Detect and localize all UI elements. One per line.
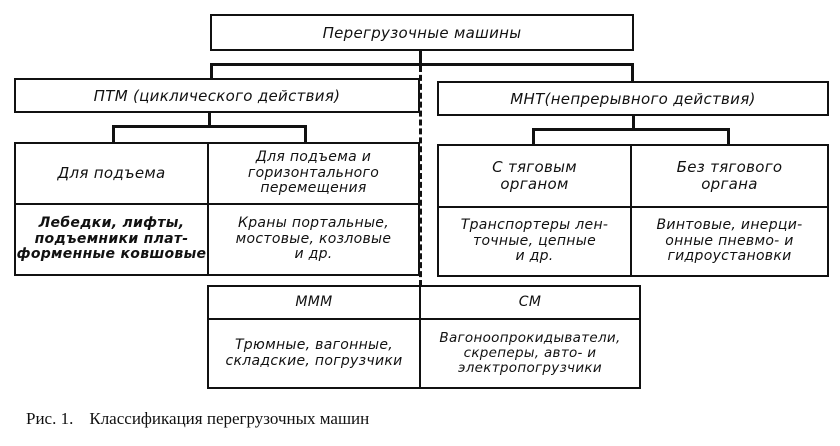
root-connector-left-drop: [210, 63, 213, 79]
sm-header-text: СМ: [518, 293, 542, 310]
ptm-lift-examples: Лебедки, лифты, подъемники плат- форменн…: [16, 205, 207, 274]
mmm-header-text: МММ: [295, 293, 333, 310]
sm-examples-line2: скреперы, авто- и: [463, 344, 597, 361]
ptm-lift-horizontal-examples: Краны портальные, мостовые, козловые и д…: [209, 205, 418, 274]
mnt-without-traction-header-line2: органа: [701, 175, 758, 193]
sm-header: СМ: [421, 287, 639, 318]
root-connector-right-drop: [631, 63, 634, 82]
sm-examples-line1: Вагоноопрокидыватели,: [439, 329, 621, 346]
center-dashed-line: [419, 66, 422, 286]
mnt-connector-left-drop: [532, 128, 535, 145]
figure-number: Рис. 1.: [26, 409, 74, 428]
ptm-lift-horizontal-examples-line1: Краны портальные,: [238, 214, 389, 231]
ptm-lift-horizontal-examples-line2: мостовые, козловые: [235, 230, 392, 247]
mnt-without-traction-examples-line1: Винтовые, инерци-: [656, 216, 803, 233]
mnt-table-vertical-divider: [630, 144, 632, 277]
ptm-connector-vertical: [208, 112, 211, 128]
mnt-children-table: [437, 144, 829, 277]
mnt-without-traction-header-line1: Без тягового: [676, 158, 783, 177]
mnt-with-traction-examples-line1: Транспортеры лен-: [460, 216, 609, 233]
root-node-box: Перегрузочные машины: [210, 14, 634, 51]
figure-caption-text: Классификация перегрузочных машин: [89, 409, 370, 428]
mmm-examples-line2: складские, погрузчики: [225, 352, 403, 369]
mnt-connector-vertical: [632, 115, 635, 131]
ptm-node-box: ПТМ (циклического действия): [14, 78, 420, 113]
ptm-lift-horizontal-examples-line3: и др.: [294, 246, 333, 263]
ptm-lift-header: Для подъема: [16, 144, 207, 203]
ptm-table-horizontal-divider: [14, 203, 420, 205]
mnt-with-traction-header-line1: С тяговым: [492, 158, 577, 177]
ptm-table-vertical-divider: [207, 142, 209, 276]
ptm-lift-horizontal-header-line1: Для подъема и: [255, 148, 372, 165]
ptm-connector-horizontal: [112, 125, 307, 128]
bottom-table-vertical-divider: [419, 285, 421, 389]
mnt-connector-right-drop: [727, 128, 730, 145]
mnt-with-traction-examples-line2: точные, цепные: [472, 232, 597, 249]
sm-examples: Вагоноопрокидыватели, скреперы, авто- и …: [421, 320, 639, 387]
ptm-connector-right-drop: [304, 125, 307, 143]
mmm-examples-line1: Трюмные, вагонные,: [234, 336, 394, 353]
mnt-table-horizontal-divider: [437, 206, 829, 208]
mnt-with-traction-header-line2: органом: [500, 175, 569, 193]
ptm-node-label: ПТМ (циклического действия): [93, 86, 341, 105]
mnt-connector-horizontal: [532, 128, 730, 131]
mnt-without-traction-examples-line3: гидроустановки: [667, 248, 792, 265]
figure-caption: Рис. 1. Классификация перегрузочных машин: [26, 409, 369, 429]
ptm-children-table: [14, 142, 420, 276]
ptm-lift-examples-line2: подъемники плат-: [34, 230, 189, 247]
ptm-lift-horizontal-header-line3: перемещения: [260, 180, 367, 197]
ptm-lift-examples-line1: Лебедки, лифты,: [38, 214, 185, 231]
bottom-table: [207, 285, 641, 389]
root-node-label: Перегрузочные машины: [322, 23, 522, 42]
mmm-examples: Трюмные, вагонные, складские, погрузчики: [209, 320, 419, 387]
ptm-lift-header-text: Для подъема: [57, 164, 166, 183]
mnt-without-traction-header: Без тягового органа: [632, 146, 827, 206]
sm-examples-line3: электропогрузчики: [458, 360, 602, 377]
ptm-connector-left-drop: [112, 125, 115, 143]
bottom-table-horizontal-divider: [207, 318, 641, 320]
mmm-header: МММ: [209, 287, 419, 318]
root-connector-vertical: [419, 50, 422, 66]
ptm-lift-horizontal-header-line2: горизонтального: [247, 164, 380, 181]
root-connector-horizontal: [210, 63, 634, 66]
mnt-node-box: МНТ(непрерывного действия): [437, 81, 829, 116]
mnt-with-traction-examples-line3: и др.: [515, 248, 554, 265]
mnt-without-traction-examples: Винтовые, инерци- онные пневмо- и гидроу…: [632, 208, 827, 275]
mnt-node-label: МНТ(непрерывного действия): [510, 89, 756, 108]
mnt-without-traction-examples-line2: онные пневмо- и: [665, 232, 794, 249]
mnt-with-traction-examples: Транспортеры лен- точные, цепные и др.: [439, 208, 630, 275]
mnt-with-traction-header: С тяговым органом: [439, 146, 630, 206]
ptm-lift-examples-line3: форменные ковшовые: [16, 246, 207, 263]
ptm-lift-horizontal-header: Для подъема и горизонтального перемещени…: [209, 144, 418, 203]
